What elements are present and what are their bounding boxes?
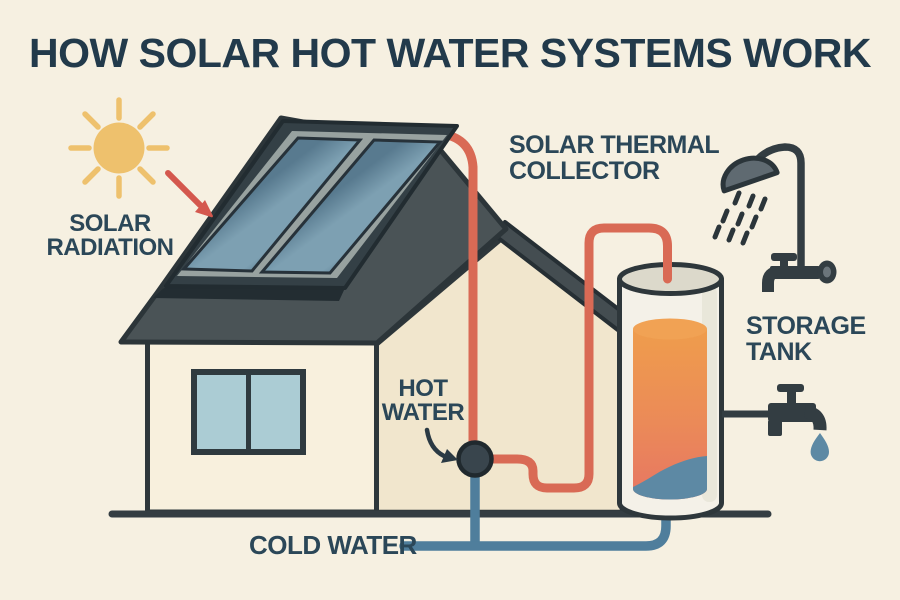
- hot-water-pointer-arrow: [424, 427, 447, 459]
- shower-dome: [720, 155, 780, 194]
- tank-cold-water-layer: [633, 456, 707, 500]
- hot-water-pointer-arrowhead: [441, 449, 458, 463]
- shower-head-icon: [712, 143, 805, 274]
- wall-faucet-knob-center: [823, 266, 831, 278]
- shower-pipe: [748, 143, 805, 274]
- wall-faucet-handle-stem: [780, 259, 788, 269]
- droplet-icon: [810, 433, 829, 462]
- collector-glass-left: [180, 136, 364, 273]
- pump-junction-icon: [456, 440, 494, 478]
- radiation-arrow-shaft: [165, 170, 203, 208]
- sun-icon: [68, 97, 170, 199]
- label-solar-radiation: SOLAR RADIATION: [46, 210, 174, 262]
- wall-faucet-icon: [762, 253, 837, 292]
- hot-pipe-to-tank: [484, 223, 672, 493]
- wall-faucet-spout: [762, 266, 780, 292]
- shower-spray-drops: [712, 190, 768, 246]
- wall-faucet-body: [770, 266, 820, 279]
- label-cold-water: COLD WATER: [249, 530, 417, 560]
- collector-glass-right: [258, 138, 444, 275]
- collector-base-edge: [153, 286, 345, 301]
- tank-faucet-handle-stem: [787, 391, 796, 404]
- page-title: HOW SOLAR HOT WATER SYSTEMS WORK: [29, 30, 871, 76]
- tank-faucet-body: [768, 403, 816, 422]
- radiation-arrow-head: [195, 200, 214, 218]
- tank-faucet-handle: [777, 384, 804, 392]
- tank-hot-water-surface: [633, 318, 707, 340]
- sun-disc: [93, 122, 145, 174]
- label-hot-water: HOT WATER: [381, 375, 465, 427]
- tank-hot-water: [633, 329, 707, 500]
- tank-faucet-spout: [804, 405, 827, 431]
- sun-rays: [68, 97, 170, 199]
- label-storage-tank: STORAGE TANK: [746, 312, 866, 366]
- tank-faucet-tab: [768, 420, 782, 436]
- cold-water-pipe: [399, 509, 671, 551]
- wall-faucet-handle: [771, 253, 797, 261]
- storage-tank: [617, 262, 724, 521]
- solar-thermal-collector: [153, 119, 459, 301]
- tank-faucet-icon: [722, 384, 829, 462]
- label-solar-thermal-collector: SOLAR THERMAL COLLECTOR: [509, 131, 720, 185]
